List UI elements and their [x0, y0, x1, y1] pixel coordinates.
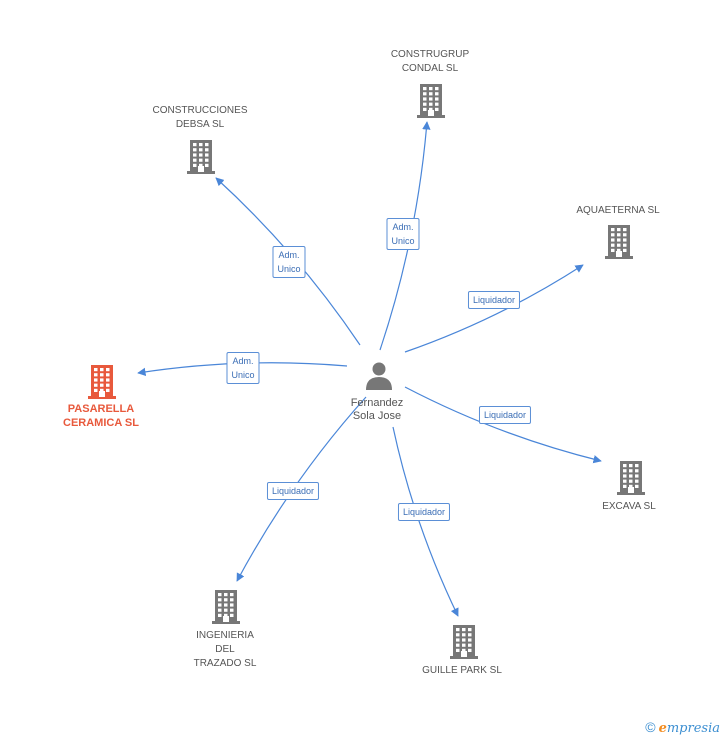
relation-edge-guille	[392, 426, 459, 617]
relation-label-construcciones: Adm. Unico	[272, 246, 306, 278]
relation-label-pasarella: Adm. Unico	[226, 352, 260, 384]
company-label-ingenieria[interactable]: INGENIERIA DEL TRAZADO SL	[193, 630, 257, 669]
brand-logo-e: e	[658, 721, 667, 736]
relation-label-ingenieria: Liquidador	[266, 482, 320, 500]
person-name[interactable]: Fernandez Sola Jose	[350, 397, 404, 422]
building-icon[interactable]	[605, 225, 633, 259]
copyright-symbol: ©	[645, 719, 656, 735]
building-icon[interactable]	[617, 461, 645, 495]
brand-logo-text: mpresia	[666, 721, 720, 736]
company-label-guille[interactable]: GUILLE PARK SL	[422, 665, 502, 676]
building-icon[interactable]	[450, 625, 478, 659]
relation-edge-excava	[404, 386, 602, 464]
company-label-aquaeterna[interactable]: AQUAETERNA SL	[576, 205, 660, 216]
building-icon[interactable]	[212, 590, 240, 624]
person-icon[interactable]	[364, 360, 394, 390]
company-label-construcciones[interactable]: CONSTRUCCIONES DEBSA SL	[152, 105, 248, 130]
company-label-excava[interactable]: EXCAVA SL	[602, 501, 656, 512]
building-icon[interactable]	[417, 84, 445, 118]
relation-label-aquaeterna: Liquidador	[467, 291, 521, 309]
building-icon[interactable]	[187, 140, 215, 174]
relation-label-construgrup: Adm. Unico	[386, 218, 420, 250]
relation-edge-aquaeterna	[404, 264, 584, 353]
footer-brand: ©empresia	[645, 719, 720, 736]
building-icon[interactable]	[88, 365, 116, 399]
company-label-construgrup[interactable]: CONSTRUGRUP CONDAL SL	[390, 49, 470, 74]
relation-label-excava: Liquidador	[478, 406, 532, 424]
relation-label-guille: Liquidador	[397, 503, 451, 521]
company-label-pasarella[interactable]: PASARELLA CERAMICA SL	[63, 403, 139, 429]
